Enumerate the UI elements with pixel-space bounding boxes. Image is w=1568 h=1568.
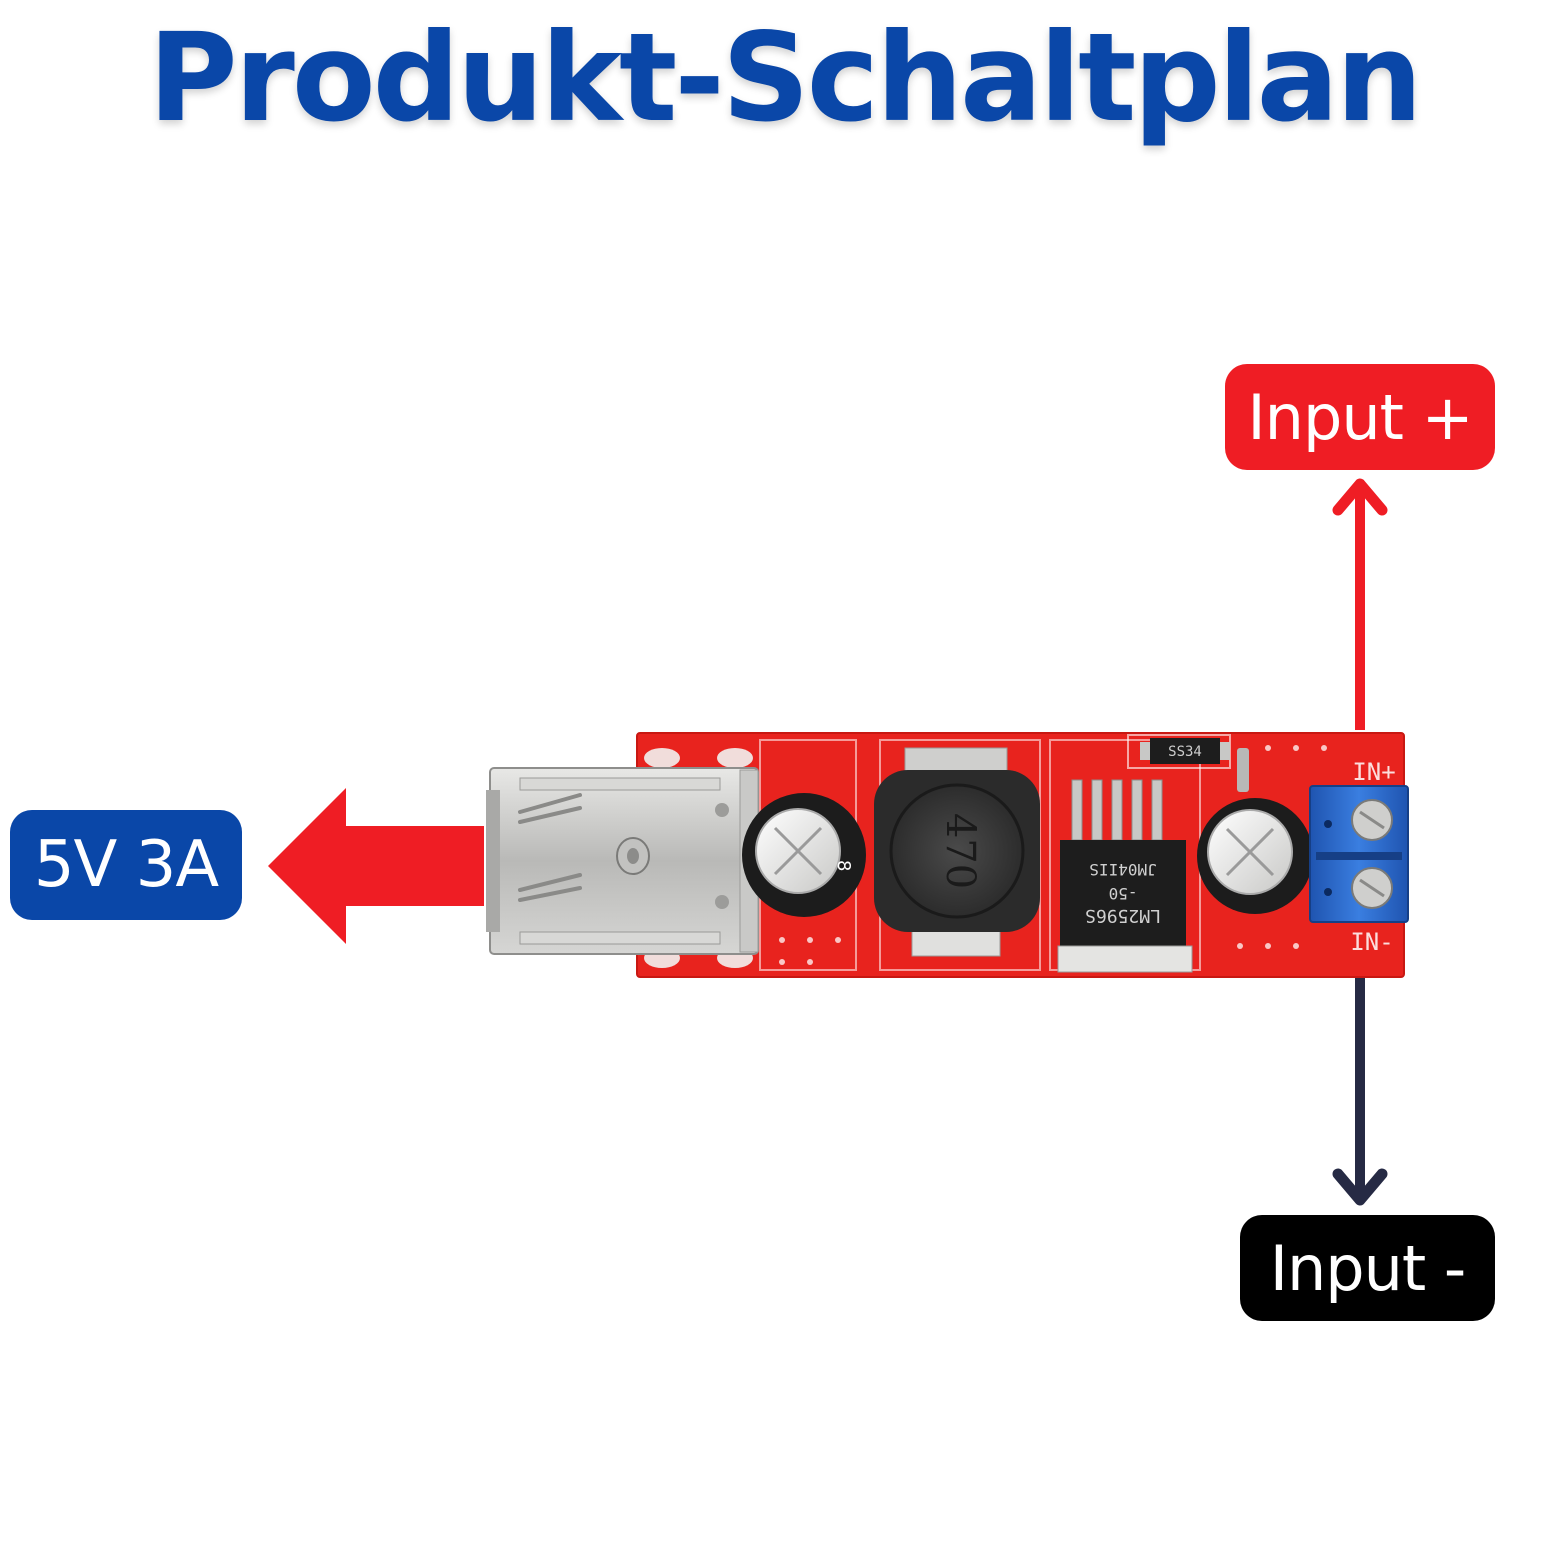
- diode: SS34: [1140, 738, 1230, 764]
- output-arrow-icon: [268, 788, 484, 944]
- regulator-ic: LM2596S -50 JM04IIS: [1057, 779, 1193, 973]
- regulator-marking-2: -50: [1109, 884, 1138, 903]
- inductor: 470: [874, 747, 1040, 957]
- input-plus-label: Input +: [1225, 364, 1495, 470]
- usb-socket: [486, 767, 759, 955]
- input-minus-label: Input -: [1240, 1215, 1495, 1321]
- terminal-block: [1309, 785, 1409, 923]
- input-plus-arrow-icon: [1332, 478, 1388, 730]
- terminal-minus-marking: IN-: [1350, 928, 1393, 956]
- regulator-marking-1: LM2596S: [1085, 905, 1161, 926]
- output-label: 5V 3A: [10, 810, 242, 920]
- screw-icon: [1351, 799, 1393, 841]
- diode-marking: SS34: [1168, 744, 1202, 760]
- terminal-plus-marking: IN+: [1352, 758, 1395, 786]
- svg-text:8: 8: [833, 860, 854, 871]
- page-title: Produkt-Schaltplan: [148, 7, 1423, 149]
- input-minus-arrow-icon: [1332, 958, 1388, 1206]
- inductor-marking: 470: [937, 813, 983, 889]
- regulator-marking-4: JM04IIS: [1089, 860, 1156, 879]
- capacitor-right: [1197, 748, 1313, 914]
- screw-icon: [1351, 867, 1393, 909]
- capacitor-left: 8: [742, 793, 866, 917]
